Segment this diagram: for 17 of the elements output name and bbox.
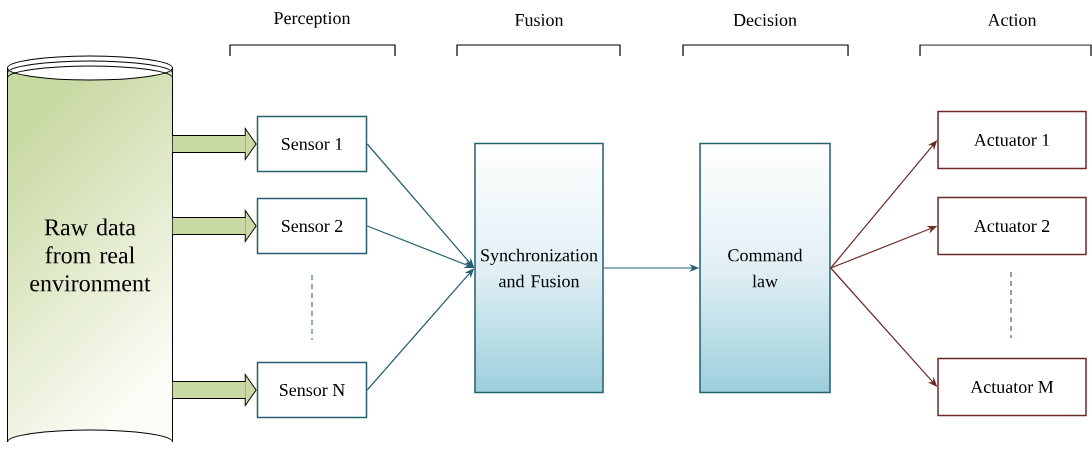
actuator-box: Actuator 1 [937, 110, 1087, 170]
process-box: Command law [699, 142, 831, 394]
stage-label: Fusion [515, 13, 564, 27]
sensor-box: Sensor 2 [256, 197, 368, 255]
block-arrow [172, 128, 257, 160]
sensor-box: Sensor 1 [256, 115, 368, 173]
process-box: Synchronization and Fusion [474, 142, 604, 394]
stage-label: Decision [733, 13, 797, 27]
stage-label: Perception [274, 12, 351, 28]
block-arrow [172, 374, 257, 406]
sensor-box: Sensor N [256, 361, 368, 419]
stage-label: Action [987, 13, 1037, 27]
actuator-box: Actuator 2 [937, 196, 1087, 256]
actuator-box: Actuator M [937, 357, 1087, 417]
block-arrow [172, 210, 257, 242]
cylinder: Raw data from real environment [7, 55, 173, 443]
node-label: Raw data from real environment [30, 218, 151, 292]
